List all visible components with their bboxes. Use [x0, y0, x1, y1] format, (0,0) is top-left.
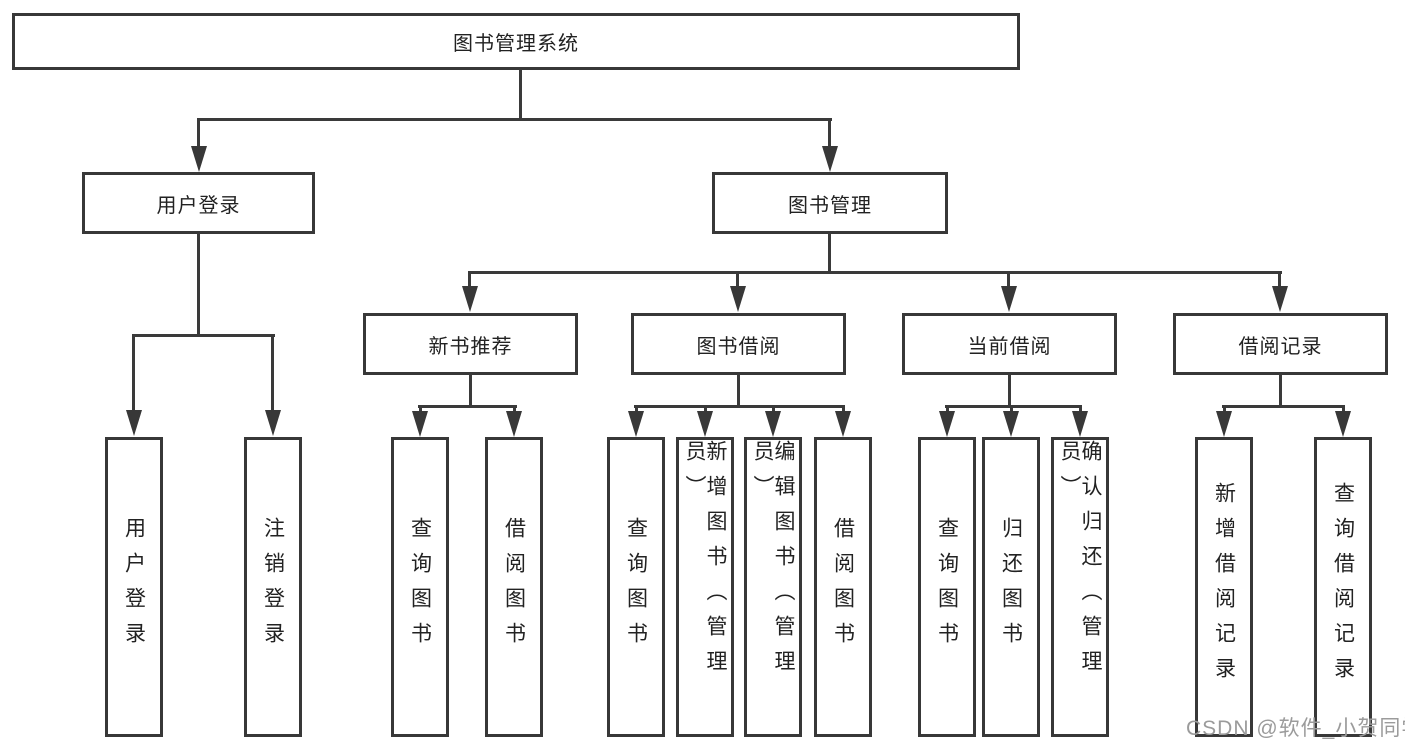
arrowhead-down-icon [462, 286, 478, 312]
connector-drop-leaf [271, 334, 274, 412]
arrowhead-down-icon [1216, 411, 1232, 437]
connector-drop-leaf [635, 405, 638, 413]
connector-records-stem [1279, 374, 1282, 408]
connector-drop-leaf [704, 405, 707, 413]
leaf-logout: 注销登录 [244, 437, 302, 737]
arrowhead-down-icon [1003, 411, 1019, 437]
connector-book-borrow-split [634, 405, 845, 408]
arrowhead-down-icon [1072, 411, 1088, 437]
connector-new-book-split [418, 405, 517, 408]
node-root-system: 图书管理系统 [12, 13, 1020, 70]
connector-drop-user-login [197, 118, 200, 150]
node-current-borrow: 当前借阅 [902, 313, 1117, 375]
connector-root-stem [519, 69, 522, 119]
watermark: CSDN @软件_小贺同学 [1186, 717, 1405, 740]
arrowhead-down-icon [628, 411, 644, 437]
arrowhead-down-icon [506, 411, 522, 437]
arrowhead-down-icon [697, 411, 713, 437]
arrowhead-down-icon [835, 411, 851, 437]
connector-user-login-stem [197, 233, 200, 337]
arrowhead-down-icon [126, 410, 142, 436]
connector-drop-level2 [736, 271, 739, 289]
leaf-query-borrow-record: 查询借阅记录 [1314, 437, 1372, 737]
arrowhead-down-icon [191, 146, 207, 172]
connector-drop-leaf [1342, 405, 1345, 413]
connector-drop-leaf [772, 405, 775, 413]
node-new-book-recommend: 新书推荐 [363, 313, 578, 375]
connector-drop-leaf [1010, 405, 1013, 413]
leaf-query-books-3: 查询图书 [918, 437, 976, 737]
arrowhead-down-icon [1335, 411, 1351, 437]
connector-drop-leaf [419, 405, 422, 413]
connector-drop-leaf [1223, 405, 1226, 413]
connector-drop-level2 [1007, 271, 1010, 289]
connector-current-borrow-split [945, 405, 1082, 408]
connector-drop-level2 [1278, 271, 1281, 289]
leaf-query-books-1: 查询图书 [391, 437, 449, 737]
leaf-user-login: 用户登录 [105, 437, 163, 737]
arrowhead-down-icon [1001, 286, 1017, 312]
leaf-confirm-return-admin: 确认归还（管理员） [1051, 437, 1109, 737]
connector-root-split [198, 118, 832, 121]
leaf-add-books-admin: 新增图书（管理员） [676, 437, 734, 737]
node-book-management: 图书管理 [712, 172, 948, 234]
arrowhead-down-icon [1272, 286, 1288, 312]
node-user-login: 用户登录 [82, 172, 315, 234]
connector-current-borrow-stem [1008, 374, 1011, 408]
leaf-add-borrow-record: 新增借阅记录 [1195, 437, 1253, 737]
connector-drop-leaf [842, 405, 845, 413]
node-borrow-records: 借阅记录 [1173, 313, 1388, 375]
connector-drop-level2 [468, 271, 471, 289]
arrowhead-down-icon [822, 146, 838, 172]
leaf-borrow-books-2: 借阅图书 [814, 437, 872, 737]
leaf-edit-books-admin: 编辑图书（管理员） [744, 437, 802, 737]
arrowhead-down-icon [412, 411, 428, 437]
leaf-return-books: 归还图书 [982, 437, 1040, 737]
leaf-query-books-2: 查询图书 [607, 437, 665, 737]
connector-new-book-stem [469, 374, 472, 408]
connector-book-borrow-stem [737, 374, 740, 408]
connector-book-mgmt-stem [828, 233, 831, 274]
connector-drop-leaf [946, 405, 949, 413]
connector-records-split [1222, 405, 1345, 408]
connector-drop-leaf [132, 334, 135, 412]
connector-drop-book-mgmt [828, 118, 831, 150]
connector-user-login-split [132, 334, 275, 337]
node-book-borrow: 图书借阅 [631, 313, 846, 375]
arrowhead-down-icon [765, 411, 781, 437]
arrowhead-down-icon [939, 411, 955, 437]
arrowhead-down-icon [265, 410, 281, 436]
leaf-borrow-books-1: 借阅图书 [485, 437, 543, 737]
arrowhead-down-icon [730, 286, 746, 312]
connector-drop-leaf [1079, 405, 1082, 413]
connector-drop-leaf [513, 405, 516, 413]
connector-book-mgmt-split [468, 271, 1282, 274]
